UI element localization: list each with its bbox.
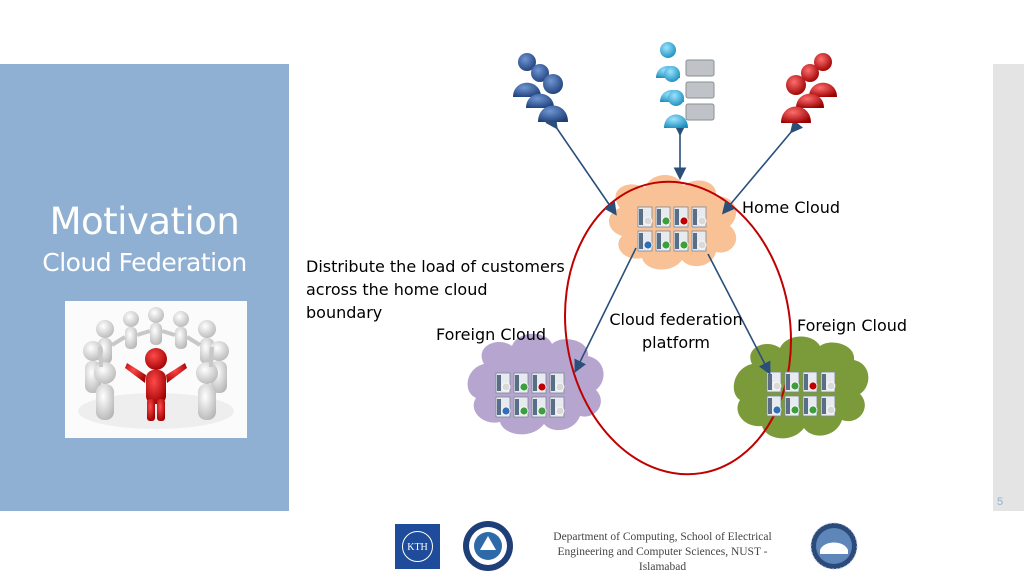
server-badge: [679, 216, 689, 226]
server-side: [822, 374, 826, 390]
server-badge: [679, 240, 689, 250]
ais-logo-icon: [810, 522, 858, 570]
server-badge: [826, 381, 836, 391]
server-badge: [555, 382, 565, 392]
server-badge: [772, 381, 782, 391]
server-badge: [555, 406, 565, 416]
kth-logo-text: KTH: [407, 542, 428, 553]
server-side: [551, 375, 555, 391]
server-badge: [501, 382, 511, 392]
server-badge: [808, 381, 818, 391]
server-side: [822, 398, 826, 414]
server-rack-icon: [766, 371, 836, 417]
server-side: [639, 233, 643, 249]
user-group-computers-icon: [656, 42, 715, 128]
server-side: [675, 209, 679, 225]
server-side: [768, 374, 772, 390]
server-side: [515, 399, 519, 415]
server-side: [515, 375, 519, 391]
server-side: [804, 398, 808, 414]
department-text: Department of Computing, School of Elect…: [553, 531, 772, 573]
server-badge: [537, 382, 547, 392]
server-side: [675, 233, 679, 249]
load-distribution-line: Distribute the load of customers across …: [306, 257, 565, 322]
server-side: [657, 209, 661, 225]
nust-logo: [462, 520, 514, 572]
user-group-red-icon: [781, 53, 837, 123]
slide-title: Motivation: [49, 200, 240, 243]
server-badge: [537, 406, 547, 416]
server-badge: [661, 216, 671, 226]
server-side: [657, 233, 661, 249]
right-band: [993, 64, 1024, 511]
server-badge: [519, 382, 529, 392]
foreign-cloud-left-label: Foreign Cloud: [436, 325, 547, 344]
server-side: [497, 375, 501, 391]
server-side: [786, 398, 790, 414]
server-side: [693, 233, 697, 249]
server-side: [804, 374, 808, 390]
server-badge: [808, 405, 818, 415]
slide-number: 5: [996, 496, 1004, 508]
kth-logo-icon: KTH: [402, 531, 433, 562]
server-side: [533, 399, 537, 415]
ais-logo: [810, 522, 858, 570]
server-badge: [826, 405, 836, 415]
people-circle-icon: [78, 307, 234, 429]
federation-platform-label: Cloud federation platform: [609, 310, 743, 352]
server-badge: [790, 405, 800, 415]
server-badge: [790, 381, 800, 391]
server-badge: [772, 405, 782, 415]
connection-arrows: [545, 115, 804, 375]
server-side: [497, 399, 501, 415]
load-distribution-text: Distribute the load of customers across …: [306, 255, 568, 324]
federation-boundary: [564, 180, 792, 476]
slide-subtitle: Cloud Federation: [42, 248, 247, 277]
foreign-cloud-right-label: Foreign Cloud: [797, 316, 908, 335]
server-side: [768, 398, 772, 414]
home-cloud: [609, 174, 737, 270]
home-cloud-label: Home Cloud: [742, 198, 841, 217]
nust-logo-icon: [463, 521, 513, 571]
server-side: [551, 399, 555, 415]
foreign-cloud-right: [733, 336, 869, 439]
user-group-blue-icon: [513, 53, 568, 122]
server-badge: [661, 240, 671, 250]
server-badge: [643, 240, 653, 250]
server-side: [639, 209, 643, 225]
kth-logo: KTH: [395, 524, 440, 569]
server-rack-icon: [637, 206, 707, 252]
server-side: [786, 374, 790, 390]
server-badge: [643, 216, 653, 226]
people-circle-image: [65, 301, 247, 438]
server-side: [693, 209, 697, 225]
server-rack-icon: [495, 372, 565, 418]
server-badge: [519, 406, 529, 416]
server-badge: [697, 216, 707, 226]
server-badge: [501, 406, 511, 416]
server-badge: [697, 240, 707, 250]
server-side: [533, 375, 537, 391]
